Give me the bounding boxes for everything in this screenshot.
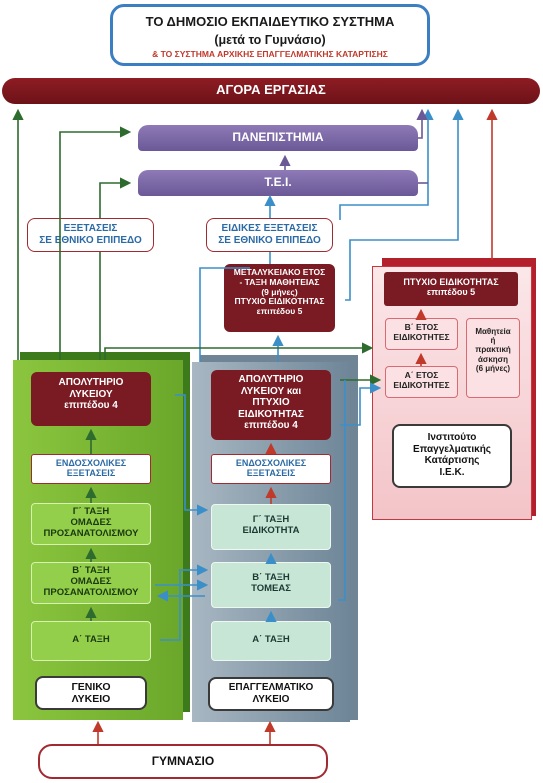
iek-label-line4: Ι.Ε.Κ. — [439, 466, 465, 478]
general-grade-c-line3: ΠΡΟΣΑΝΑΤΟΛΙΣΜΟΥ — [43, 527, 139, 539]
iek-year-a-line2: ΕΙΔΙΚΟΤΗΤΕΣ — [393, 379, 450, 390]
general-grade-c-box: Γ΄ ΤΑΞΗ ΟΜΑΔΕΣ ΠΡΟΣΑΝΑΤΟΛΙΣΜΟΥ — [31, 503, 151, 545]
iek-internship-line3: πρακτική — [475, 345, 511, 355]
iek-internship-line5: (6 μήνες) — [475, 363, 511, 373]
general-grade-b-line3: ΠΡΟΣΑΝΑΤΟΛΙΣΜΟΥ — [43, 586, 139, 598]
arrow-exams-to-tei — [99, 177, 132, 218]
iek-label-box: Ινστιτούτο Επαγγελματικής Κατάρτισης Ι.Ε… — [392, 424, 512, 488]
vocational-diploma-line1: ΑΠΟΛΥΤΗΡΙΟ — [238, 374, 304, 385]
arrow-general-a-to-voc-b — [160, 564, 209, 641]
general-diploma-line2: ΛΥΚΕΙΟΥ — [69, 388, 113, 400]
iek-internship-line4: άσκηση — [477, 354, 509, 364]
general-grade-b-line1: Β΄ ΤΑΞΗ — [72, 565, 110, 576]
arrow-voc-diploma-to-iek — [340, 382, 382, 426]
iek-internship-line2: ή — [490, 336, 496, 346]
iek-degree-line2: επιπέδου 5 — [426, 287, 476, 298]
iek-year-b-line1: Β΄ ΕΤΟΣ — [404, 322, 439, 332]
vocational-grade-c-line2: ΕΙΔΙΚΟΤΗΤΑ — [242, 524, 300, 536]
general-lyceum-line1: ΓΕΝΙΚΟ — [71, 681, 111, 693]
general-grade-a-box: Α΄ ΤΑΞΗ — [31, 621, 151, 661]
general-diploma-line3: επιπέδου 4 — [64, 400, 118, 411]
arrow-special-to-market — [339, 108, 434, 220]
general-internal-exams-box: ΕΝΔΟΣΧΟΛΙΚΕΣ ΕΞΕΤΑΣΕΙΣ — [31, 454, 151, 484]
gymnasium-box: ΓΥΜΝΑΣΙΟ — [38, 744, 328, 779]
special-exams-line1: ΕΙΔΙΚΕΣ ΕΞΕΤΑΣΕΙΣ — [221, 223, 318, 234]
vocational-grade-c-line1: Γ΄ ΤΑΞΗ — [252, 514, 290, 525]
vocational-grade-b-line1: Β΄ ΤΑΞΗ — [252, 572, 290, 583]
special-exams-line2: ΣΕ ΕΘΝΙΚΟ ΕΠΙΠΕΔΟ — [218, 234, 321, 246]
national-exams-box: ΕΞΕΤΑΣΕΙΣ ΣΕ ΕΘΝΙΚΟ ΕΠΙΠΕΔΟ — [27, 218, 154, 252]
general-internal-exams-line1: ΕΝΔΟΣΧΟΛΙΚΕΣ — [55, 458, 127, 468]
header-title: ΤΟ ΔΗΜΟΣΙΟ ΕΚΠΑΙΔΕΥΤΙΚΟ ΣΥΣΤΗΜΑ — [145, 14, 395, 29]
vocational-internal-exams-line2: ΕΞΕΤΑΣΕΙΣ — [246, 468, 296, 479]
general-grade-c-line2: ΟΜΑΔΕΣ — [70, 516, 112, 528]
vocational-diploma-line5: επιπέδου 4 — [244, 420, 298, 431]
vocational-diploma-line2: ΛΥΚΕΙΟΥ και — [240, 385, 302, 397]
vocational-diploma-box: ΑΠΟΛΥΤΗΡΙΟ ΛΥΚΕΙΟΥ και ΠΤΥΧΙΟ ΕΙΔΙΚΟΤΗΤΑ… — [211, 370, 331, 440]
national-exams-line1: ΕΞΕΤΑΣΕΙΣ — [63, 223, 118, 234]
postsecondary-line5: επιπέδου 5 — [256, 306, 303, 317]
postsecondary-line4: ΠΤΥΧΙΟ ΕΙΔΙΚΟΤΗΤΑΣ — [234, 296, 325, 307]
arrow-general-diploma-to-voc-c — [175, 394, 209, 516]
vocational-diploma-line4: ΕΙΔΙΚΟΤΗΤΑΣ — [238, 408, 304, 420]
iek-year-a-line1: Α΄ ΕΤΟΣ — [404, 370, 439, 380]
iek-degree-line1: ΠΤΥΧΙΟ ΕΙΔΙΚΟΤΗΤΑΣ — [403, 277, 499, 287]
general-internal-exams-line2: ΕΞΕΤΑΣΕΙΣ — [66, 468, 116, 479]
header-note: & ΤΟ ΣΥΣΤΗΜΑ ΑΡΧΙΚΗΣ ΕΠΑΓΓΕΛΜΑΤΙΚΗΣ ΚΑΤΑ… — [152, 49, 388, 59]
iek-year-b-box: Β΄ ΕΤΟΣ ΕΙΔΙΚΟΤΗΤΕΣ — [385, 318, 458, 350]
general-grade-c-line1: Γ΄ ΤΑΞΗ — [72, 506, 110, 517]
arrow-general-to-iek — [104, 342, 374, 360]
iek-label-line2: Επαγγελματικής — [412, 443, 492, 455]
general-diploma-box: ΑΠΟΛΥΤΗΡΙΟ ΛΥΚΕΙΟΥ επιπέδου 4 — [31, 372, 151, 426]
postsecondary-box: ΜΕΤΑΛΥΚΕΙΑΚΟ ΕΤΟΣ - ΤΑΞΗ ΜΑΘΗΤΕΙΑΣ (9 μή… — [224, 264, 335, 332]
tei-box: Τ.Ε.Ι. — [138, 170, 418, 196]
postsecondary-line2: - ΤΑΞΗ ΜΑΘΗΤΕΙΑΣ — [239, 276, 320, 287]
vocational-diploma-line3: ΠΤΥΧΙΟ — [252, 397, 290, 408]
arrow-post-to-market — [345, 108, 464, 301]
general-grade-b-line2: ΟΜΑΔΕΣ — [70, 575, 112, 587]
iek-internship-line1: Μαθητεία — [475, 327, 511, 336]
iek-year-a-box: Α΄ ΕΤΟΣ ΕΙΔΙΚΟΤΗΤΕΣ — [385, 366, 458, 398]
vocational-grade-b-box: Β΄ ΤΑΞΗ ΤΟΜΕΑΣ — [211, 562, 331, 608]
arrow-voc-to-special — [199, 267, 250, 362]
postsecondary-line1: ΜΕΤΑΛΥΚΕΙΑΚΟ ΕΤΟΣ — [233, 267, 326, 277]
arrow-general-to-university — [59, 126, 132, 360]
labour-market-bar: ΑΓΟΡΑ ΕΡΓΑΣΙΑΣ — [2, 78, 540, 104]
arrow-voc-b-to-iek — [338, 380, 346, 601]
header-box: ΤΟ ΔΗΜΟΣΙΟ ΕΚΠΑΙΔΕΥΤΙΚΟ ΣΥΣΤΗΜΑ (μετά το… — [110, 4, 430, 66]
national-exams-line2: ΣΕ ΕΘΝΙΚΟ ΕΠΙΠΕΔΟ — [39, 234, 142, 246]
general-lyceum-label: ΓΕΝΙΚΟ ΛΥΚΕΙΟ — [35, 676, 147, 710]
iek-year-b-line2: ΕΙΔΙΚΟΤΗΤΕΣ — [393, 331, 450, 342]
iek-internship-box: Μαθητεία ή πρακτική άσκηση (6 μήνες) — [466, 318, 520, 398]
header-subtitle: (μετά το Γυμνάσιο) — [214, 33, 326, 47]
iek-label-line1: Ινστιτούτο — [427, 432, 477, 443]
iek-degree-box: ΠΤΥΧΙΟ ΕΙΔΙΚΟΤΗΤΑΣ επιπέδου 5 — [384, 272, 518, 306]
general-lyceum-line2: ΛΥΚΕΙΟ — [71, 693, 111, 706]
general-grade-b-box: Β΄ ΤΑΞΗ ΟΜΑΔΕΣ ΠΡΟΣΑΝΑΤΟΛΙΣΜΟΥ — [31, 562, 151, 604]
iek-label-line3: Κατάρτισης — [424, 455, 480, 466]
vocational-grade-b-line2: ΤΟΜΕΑΣ — [251, 582, 291, 594]
arrow-university-to-market — [416, 108, 428, 139]
university-box: ΠΑΝΕΠΙΣΤΗΜΙΑ — [138, 125, 418, 151]
vocational-lyceum-line1: ΕΠΑΓΓΕΛΜΑΤΙΚΟ — [228, 682, 314, 693]
vocational-internal-exams-line1: ΕΝΔΟΣΧΟΛΙΚΕΣ — [235, 458, 307, 468]
vocational-lyceum-label: ΕΠΑΓΓΕΛΜΑΤΙΚΟ ΛΥΚΕΙΟ — [208, 677, 334, 711]
special-exams-box: ΕΙΔΙΚΕΣ ΕΞΕΤΑΣΕΙΣ ΣΕ ΕΘΝΙΚΟ ΕΠΙΠΕΔΟ — [206, 218, 333, 252]
vocational-lyceum-line2: ΛΥΚΕΙΟ — [252, 693, 290, 705]
vocational-grade-c-box: Γ΄ ΤΑΞΗ ΕΙΔΙΚΟΤΗΤΑ — [211, 504, 331, 550]
postsecondary-line3: (9 μήνες) — [261, 286, 298, 297]
general-diploma-line1: ΑΠΟΛΥΤΗΡΙΟ — [58, 377, 124, 388]
vocational-internal-exams-box: ΕΝΔΟΣΧΟΛΙΚΕΣ ΕΞΕΤΑΣΕΙΣ — [211, 454, 331, 484]
